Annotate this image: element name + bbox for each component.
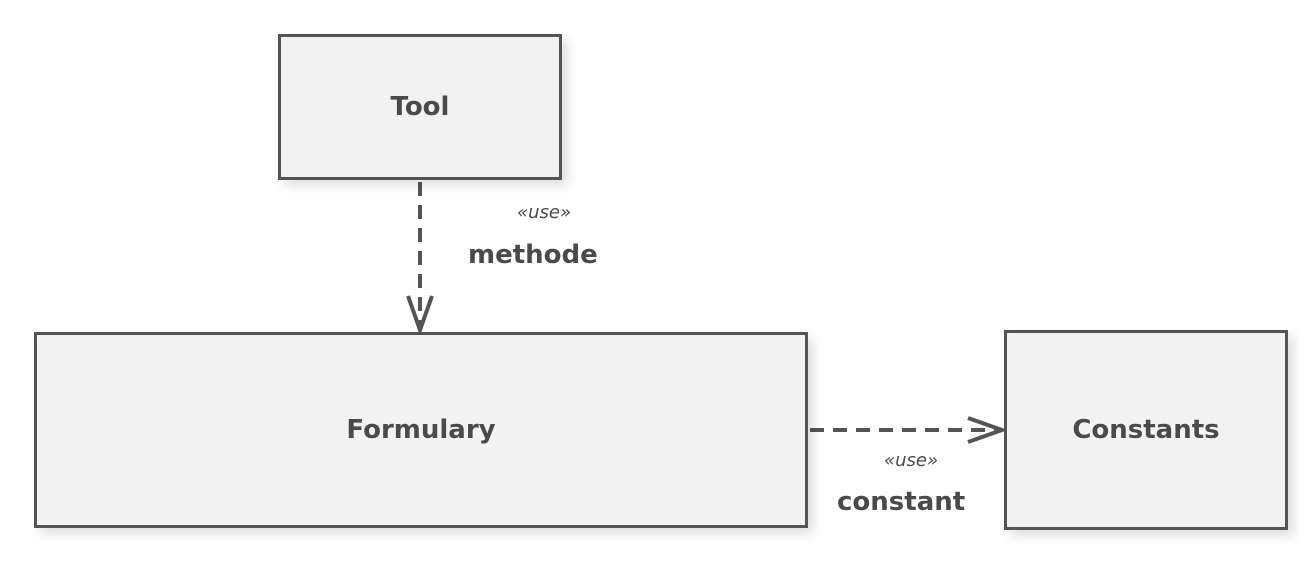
dependency-tool-formulary[interactable] [406,182,434,337]
edge-1-label: methode [468,240,598,270]
edge-2-label: constant [837,487,966,517]
dependency-formulary-constants[interactable] [810,416,1009,444]
class-tool[interactable]: Tool [278,34,562,180]
class-constants-label: Constants [1072,415,1220,445]
class-formulary-label: Formulary [346,415,496,445]
class-tool-label: Tool [390,92,450,122]
class-formulary[interactable]: Formulary [34,332,808,528]
class-constants[interactable]: Constants [1004,330,1288,530]
edge-2-stereotype: «use» [884,450,939,471]
edge-1-stereotype: «use» [517,202,572,223]
